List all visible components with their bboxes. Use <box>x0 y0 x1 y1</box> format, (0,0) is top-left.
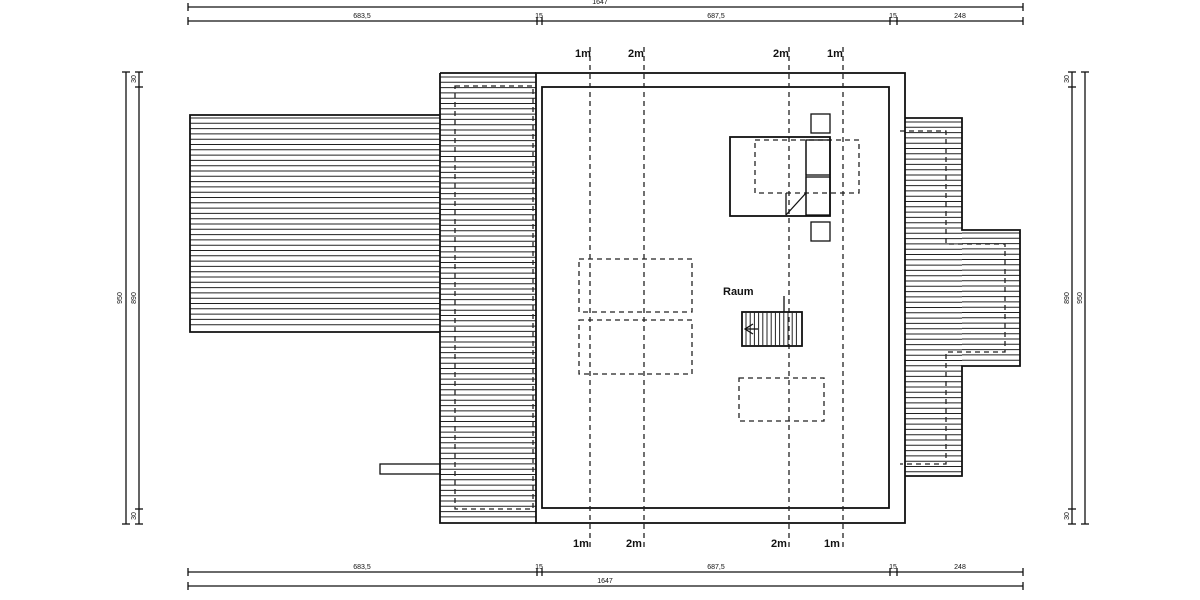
right-terrace <box>900 117 1021 477</box>
staircase <box>741 296 803 347</box>
skylights <box>578 139 860 422</box>
dim-height-total-right: 950 <box>1077 292 1084 304</box>
dim-gap2-bottom: 15 <box>889 564 897 571</box>
dim-edge-bottom-right: 30 <box>1064 512 1071 520</box>
dim-height-total-left: 950 <box>117 292 124 304</box>
dormer-block <box>729 113 831 242</box>
dim-gap1-bottom: 15 <box>535 564 543 571</box>
room-label: Raum <box>723 286 754 298</box>
height-mark-2m-bottom-right: 2m <box>771 538 787 550</box>
skylight-lower-right <box>738 377 825 422</box>
skylight-top-right <box>754 139 860 194</box>
dim-gap2-top: 15 <box>889 13 897 20</box>
height-mark-2m-top-right: 2m <box>773 48 789 60</box>
dim-gap1-top: 15 <box>535 13 543 20</box>
height-lines: 1m 2m 2m 1m 1m 2m 2m 1m <box>573 47 844 550</box>
dim-edge-bottom-left: 30 <box>131 512 138 520</box>
dim-right-bottom: 248 <box>954 564 966 571</box>
dim-total-bottom: 1647 <box>597 578 613 585</box>
dim-mid-top: 687,5 <box>707 13 725 20</box>
left-terrace <box>189 72 536 524</box>
height-mark-1m-bottom-left: 1m <box>573 538 589 550</box>
dim-mid-bottom: 687,5 <box>707 564 725 571</box>
dim-edge-top-right: 30 <box>1064 75 1071 83</box>
dim-height-inner-left: 890 <box>131 292 138 304</box>
terrace-hatching-right <box>905 121 1020 473</box>
height-mark-2m-top-left: 2m <box>628 48 644 60</box>
dim-edge-top-left: 30 <box>131 75 138 83</box>
terrace-hatching-far-left <box>190 117 440 326</box>
vent-top <box>810 113 831 134</box>
vent-bottom <box>810 221 831 242</box>
left-dimensions: 950 890 30 30 <box>117 71 143 525</box>
dim-total-top: 1647 <box>592 0 608 6</box>
right-dimensions: 890 950 30 30 <box>1064 71 1089 525</box>
top-dimensions: 1647 683,5 15 687,5 15 248 <box>187 0 1024 25</box>
dim-right-top: 248 <box>954 13 966 20</box>
height-mark-2m-bottom-left: 2m <box>626 538 642 550</box>
main-building <box>535 72 906 524</box>
height-mark-1m-top-right: 1m <box>827 48 843 60</box>
skylight-upper-left <box>578 258 693 313</box>
height-mark-1m-bottom-right: 1m <box>824 538 840 550</box>
dim-height-inner-right: 890 <box>1064 292 1071 304</box>
bottom-dimensions: 683,5 15 687,5 15 248 1647 <box>187 564 1024 590</box>
terrace-hatching-near-left <box>440 76 536 518</box>
skylight-lower-left <box>578 319 693 375</box>
dim-left-top: 683,5 <box>353 13 371 20</box>
dim-left-bottom: 683,5 <box>353 564 371 571</box>
height-mark-1m-top-left: 1m <box>575 48 591 60</box>
